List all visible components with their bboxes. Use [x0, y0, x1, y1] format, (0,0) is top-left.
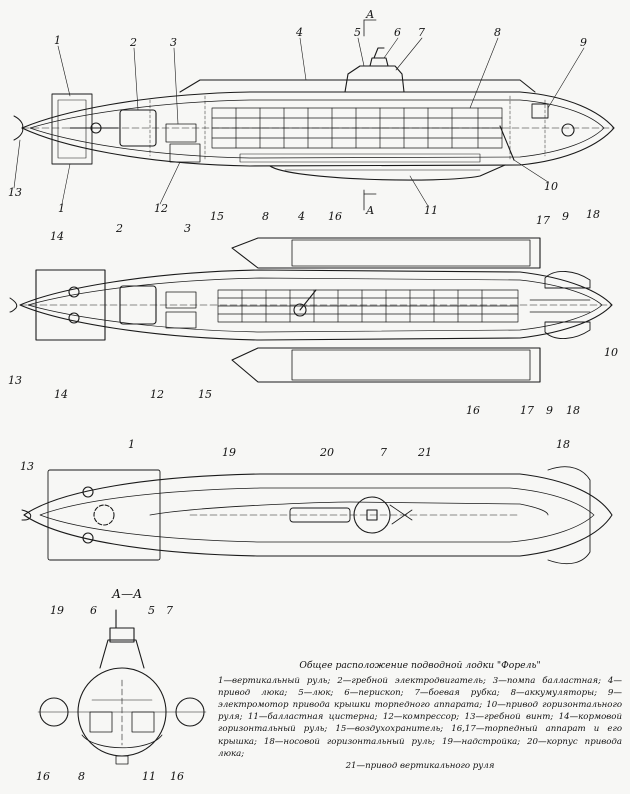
callout-plan-12: 12: [150, 388, 164, 401]
callout-deck-19: 19: [222, 446, 236, 459]
callout-plan-14: 14: [50, 230, 64, 243]
callout-plan-10: 10: [604, 346, 618, 359]
callout-side-10: 10: [544, 180, 558, 193]
callout-section-7: 7: [166, 604, 173, 617]
callout-section-16b: 16: [170, 770, 184, 783]
callout-deck-13: 13: [20, 460, 34, 473]
callout-plan-18b: 18: [566, 404, 580, 417]
callout-plan-18: 18: [586, 208, 600, 221]
callout-plan-14b: 14: [54, 388, 68, 401]
callout-section-11: 11: [142, 770, 156, 783]
callout-side-5: 5: [354, 26, 361, 39]
callout-deck-20: 20: [319, 446, 334, 459]
callout-side-4: 4: [295, 26, 303, 39]
callout-side-8: 8: [494, 26, 501, 39]
callout-deck-21: 21: [417, 446, 432, 459]
callout-deck-18: 18: [556, 438, 570, 451]
callout-side-7: 7: [418, 26, 425, 39]
caption-legend-last-line: 21—привод вертикального руля: [345, 760, 495, 771]
section-label: А—А: [111, 587, 142, 601]
callout-side-1: 1: [54, 34, 61, 47]
callout-plan-17b: 17: [520, 404, 534, 417]
callout-side-3: 3: [170, 36, 177, 49]
callout-side-9: 9: [580, 36, 587, 49]
callout-plan-15: 15: [210, 210, 224, 223]
callout-side-13: 13: [8, 186, 22, 199]
callout-side-1b: 1: [58, 202, 65, 215]
callout-side-11: 11: [424, 204, 438, 217]
callout-side-2: 2: [129, 36, 137, 49]
callout-plan-8: 8: [262, 210, 269, 223]
leader-lines: [13, 37, 585, 207]
callout-section-16: 16: [36, 770, 50, 783]
callout-plan-9: 9: [562, 210, 569, 223]
callout-plan-16: 16: [328, 210, 342, 223]
callout-plan-17: 17: [536, 214, 550, 227]
callout-plan-4: 4: [297, 210, 305, 223]
caption-title: Общее расположение подводной лодки "Форе…: [299, 660, 541, 671]
plan-view: [9, 237, 613, 383]
callout-section-5: 5: [148, 604, 155, 617]
section-mark-top: А: [365, 8, 374, 21]
callout-section-8: 8: [78, 770, 85, 783]
callout-side-12: 12: [154, 202, 168, 215]
cross-section-a-a: [37, 609, 207, 765]
callout-side-6: 6: [394, 26, 401, 39]
callout-plan-15b: 15: [198, 388, 212, 401]
side-elevation-view: [13, 19, 615, 211]
drawing-caption: Общее расположение подводной лодки "Форе…: [218, 660, 622, 772]
callout-plan-13: 13: [8, 374, 22, 387]
section-mark-bottom: А: [365, 204, 374, 217]
callout-section-19: 19: [50, 604, 64, 617]
callout-plan-9b: 9: [546, 404, 553, 417]
callout-deck-1: 1: [128, 438, 135, 451]
callout-section-6: 6: [90, 604, 97, 617]
callout-plan-2: 2: [115, 222, 123, 235]
callout-plan-3: 3: [184, 222, 191, 235]
deck-view: [21, 466, 613, 565]
caption-legend-text: 1—вертикальный руль; 2—гребной электродв…: [218, 676, 622, 759]
callout-plan-16b: 16: [466, 404, 480, 417]
callout-deck-7: 7: [380, 446, 387, 459]
